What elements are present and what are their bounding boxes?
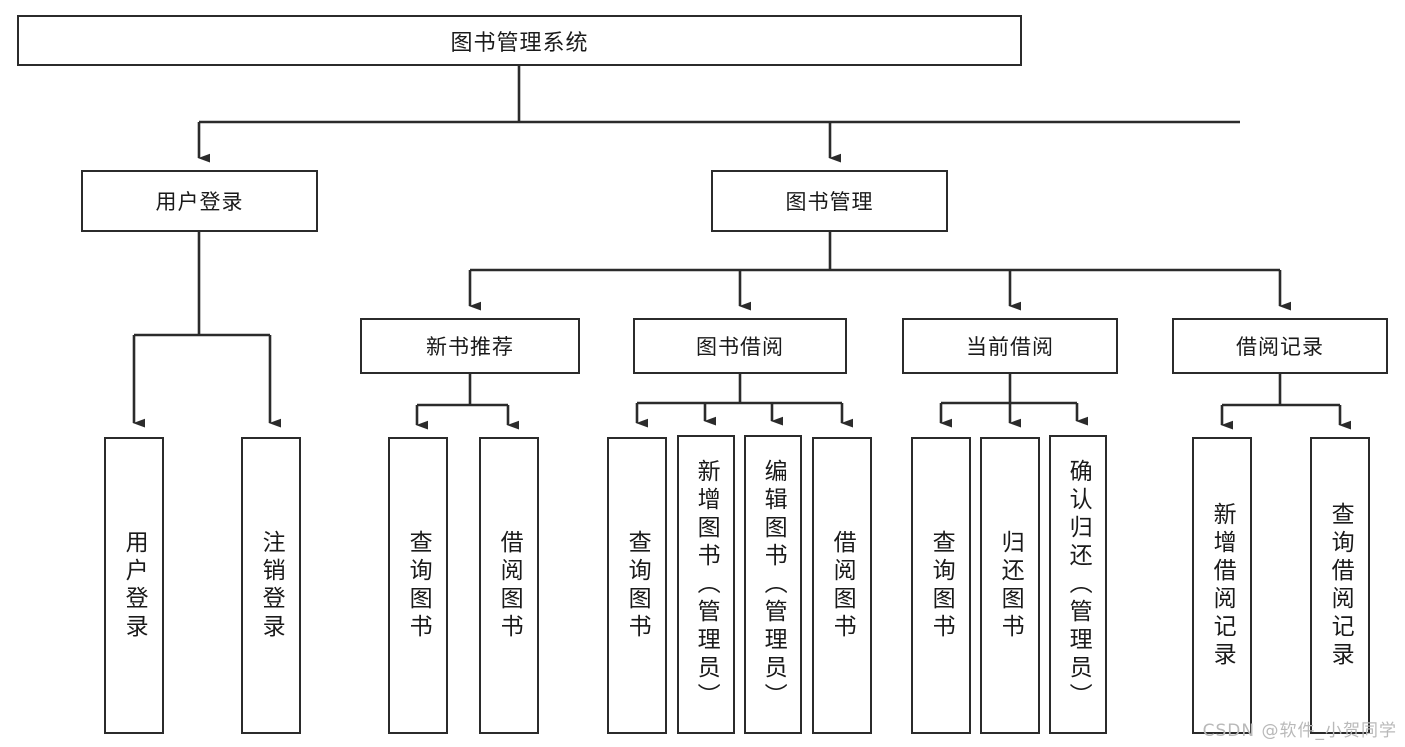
node-current-borrow-label: 当前借阅: [966, 335, 1054, 359]
node-leaf-borrow-book-2-label: 借阅图书: [829, 529, 856, 642]
node-leaf-query-record-label: 查询借阅记录: [1327, 501, 1354, 670]
node-book-manage[interactable]: 图书管理: [711, 170, 948, 232]
node-leaf-add-book[interactable]: 新增图书（管理员）: [677, 435, 735, 734]
node-leaf-logout-label: 注销登录: [258, 529, 285, 642]
node-leaf-query-book-3-label: 查询图书: [928, 529, 955, 642]
node-leaf-borrow-book-1[interactable]: 借阅图书: [479, 437, 539, 734]
node-root-label: 图书管理系统: [450, 30, 589, 56]
watermark-text: CSDN @软件_小贺同学: [1202, 721, 1397, 741]
node-leaf-query-book-3[interactable]: 查询图书: [911, 437, 971, 734]
node-book-borrow-label: 图书借阅: [696, 335, 784, 359]
node-leaf-add-record-label: 新增借阅记录: [1209, 501, 1236, 670]
node-borrow-record[interactable]: 借阅记录: [1172, 318, 1388, 374]
node-leaf-logout[interactable]: 注销登录: [241, 437, 301, 734]
node-leaf-return-book-label: 归还图书: [997, 529, 1024, 642]
node-leaf-query-book-2[interactable]: 查询图书: [607, 437, 667, 734]
node-borrow-record-label: 借阅记录: [1236, 335, 1324, 359]
node-leaf-query-book-1-label: 查询图书: [405, 529, 432, 642]
node-leaf-confirm-return[interactable]: 确认归还（管理员）: [1049, 435, 1107, 734]
node-leaf-add-book-label: 新增图书（管理员）: [693, 458, 720, 711]
node-leaf-user-login[interactable]: 用户登录: [104, 437, 164, 734]
node-leaf-user-login-label: 用户登录: [121, 529, 148, 642]
node-leaf-borrow-book-2[interactable]: 借阅图书: [812, 437, 872, 734]
node-book-manage-label: 图书管理: [785, 190, 874, 214]
node-new-book-recommend[interactable]: 新书推荐: [360, 318, 580, 374]
node-leaf-edit-book-label: 编辑图书（管理员）: [760, 458, 787, 711]
node-root[interactable]: 图书管理系统: [17, 15, 1022, 66]
node-leaf-borrow-book-1-label: 借阅图书: [496, 529, 523, 642]
node-leaf-edit-book[interactable]: 编辑图书（管理员）: [744, 435, 802, 734]
node-book-borrow[interactable]: 图书借阅: [633, 318, 847, 374]
node-leaf-add-record[interactable]: 新增借阅记录: [1192, 437, 1252, 734]
node-leaf-query-record[interactable]: 查询借阅记录: [1310, 437, 1370, 734]
node-new-book-recommend-label: 新书推荐: [426, 335, 514, 359]
node-leaf-confirm-return-label: 确认归还（管理员）: [1065, 458, 1092, 711]
node-leaf-query-book-1[interactable]: 查询图书: [388, 437, 448, 734]
node-current-borrow[interactable]: 当前借阅: [902, 318, 1118, 374]
node-user-login[interactable]: 用户登录: [81, 170, 318, 232]
node-leaf-query-book-2-label: 查询图书: [624, 529, 651, 642]
node-user-login-label: 用户登录: [155, 190, 244, 214]
node-leaf-return-book[interactable]: 归还图书: [980, 437, 1040, 734]
